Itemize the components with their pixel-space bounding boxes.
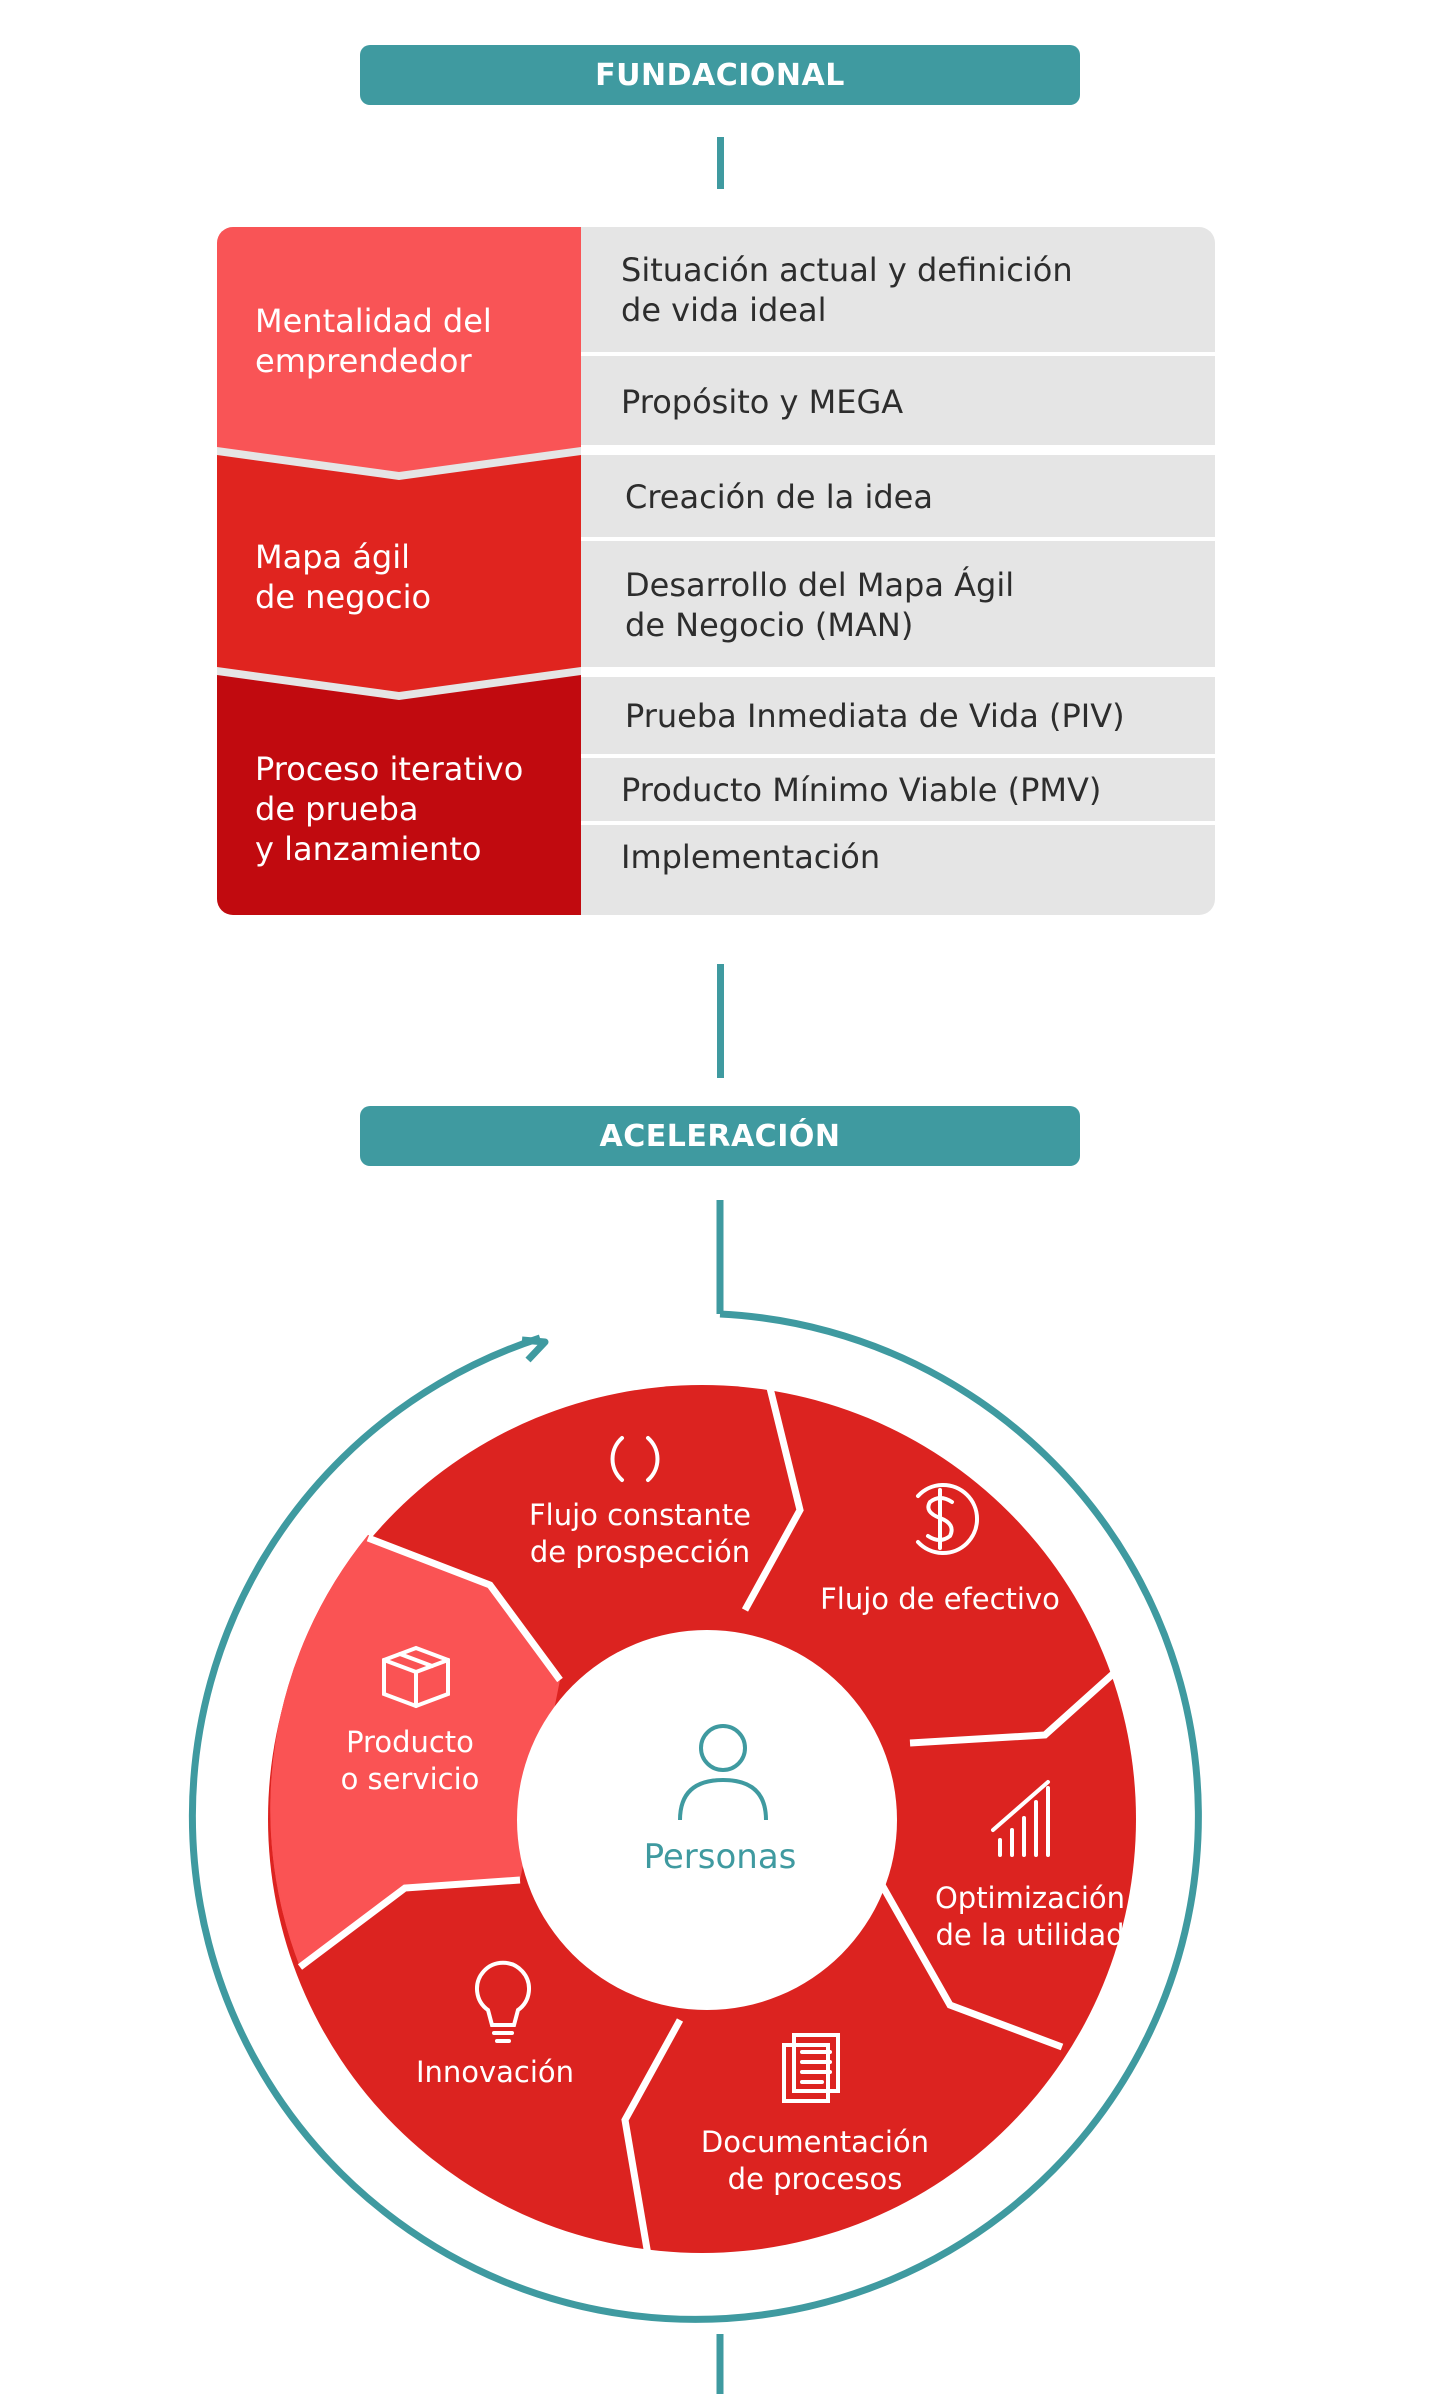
aceleracion-title: ACELERACIÓN [360, 1106, 1080, 1166]
fundacional-table: Mentalidad del emprendedor Mapa ágil de … [217, 227, 1215, 915]
segment-label: Producto o servicio [340, 1725, 480, 1796]
fundacional-title: FUNDACIONAL [360, 45, 1080, 105]
stage-label: Proceso iterativo de prueba y lanzamient… [255, 750, 524, 868]
segment-label: Flujo de efectivo [820, 1582, 1060, 1616]
center-label: Personas [643, 1837, 797, 1877]
documents-icon [782, 2033, 840, 2103]
stage-mapa-block [217, 455, 581, 692]
connector-line [717, 964, 724, 1078]
list-item: Situación actual y definición de vida id… [621, 250, 1073, 329]
person-icon [678, 1724, 768, 1821]
acceleration-cycle [188, 1200, 1202, 2394]
segment-label: Documentación de procesos [700, 2125, 930, 2196]
dollar-cycle-icon [916, 1483, 980, 1555]
connector-line [717, 137, 724, 189]
stage-column [217, 227, 581, 915]
list-item: Desarrollo del Mapa Ágil de Negocio (MAN… [625, 566, 1015, 644]
stage-label: Mentalidad del emprendedor [255, 302, 492, 380]
segment-label: Innovación [415, 2055, 575, 2089]
list-item: Creación de la idea [625, 478, 933, 516]
stage-mentalidad-block [217, 227, 581, 472]
cycle-ring [188, 1310, 1202, 2323]
segment-dividers [297, 1387, 1146, 2256]
lightbulb-icon [475, 1960, 531, 2043]
list-item: Prueba Inmediata de Vida (PIV) [625, 697, 1125, 735]
segment-producto [270, 1535, 702, 1967]
cycle-icon [610, 1436, 660, 1482]
box-icon [382, 1645, 450, 1709]
segment-label: Flujo constante de prospección [528, 1498, 752, 1569]
stage-label: Mapa ágil de negocio [255, 538, 432, 616]
cycle-arrow-icon [521, 1336, 549, 1363]
list-item: Implementación [621, 838, 881, 876]
list-item: Producto Mínimo Viable (PMV) [621, 771, 1102, 809]
stage-proceso-block [217, 675, 581, 915]
center-circle [517, 1630, 897, 2010]
list-item: Propósito y MEGA [621, 382, 904, 421]
growth-chart-icon [991, 1780, 1050, 1857]
segment-label: Optimización de la utilidad [934, 1881, 1126, 1952]
